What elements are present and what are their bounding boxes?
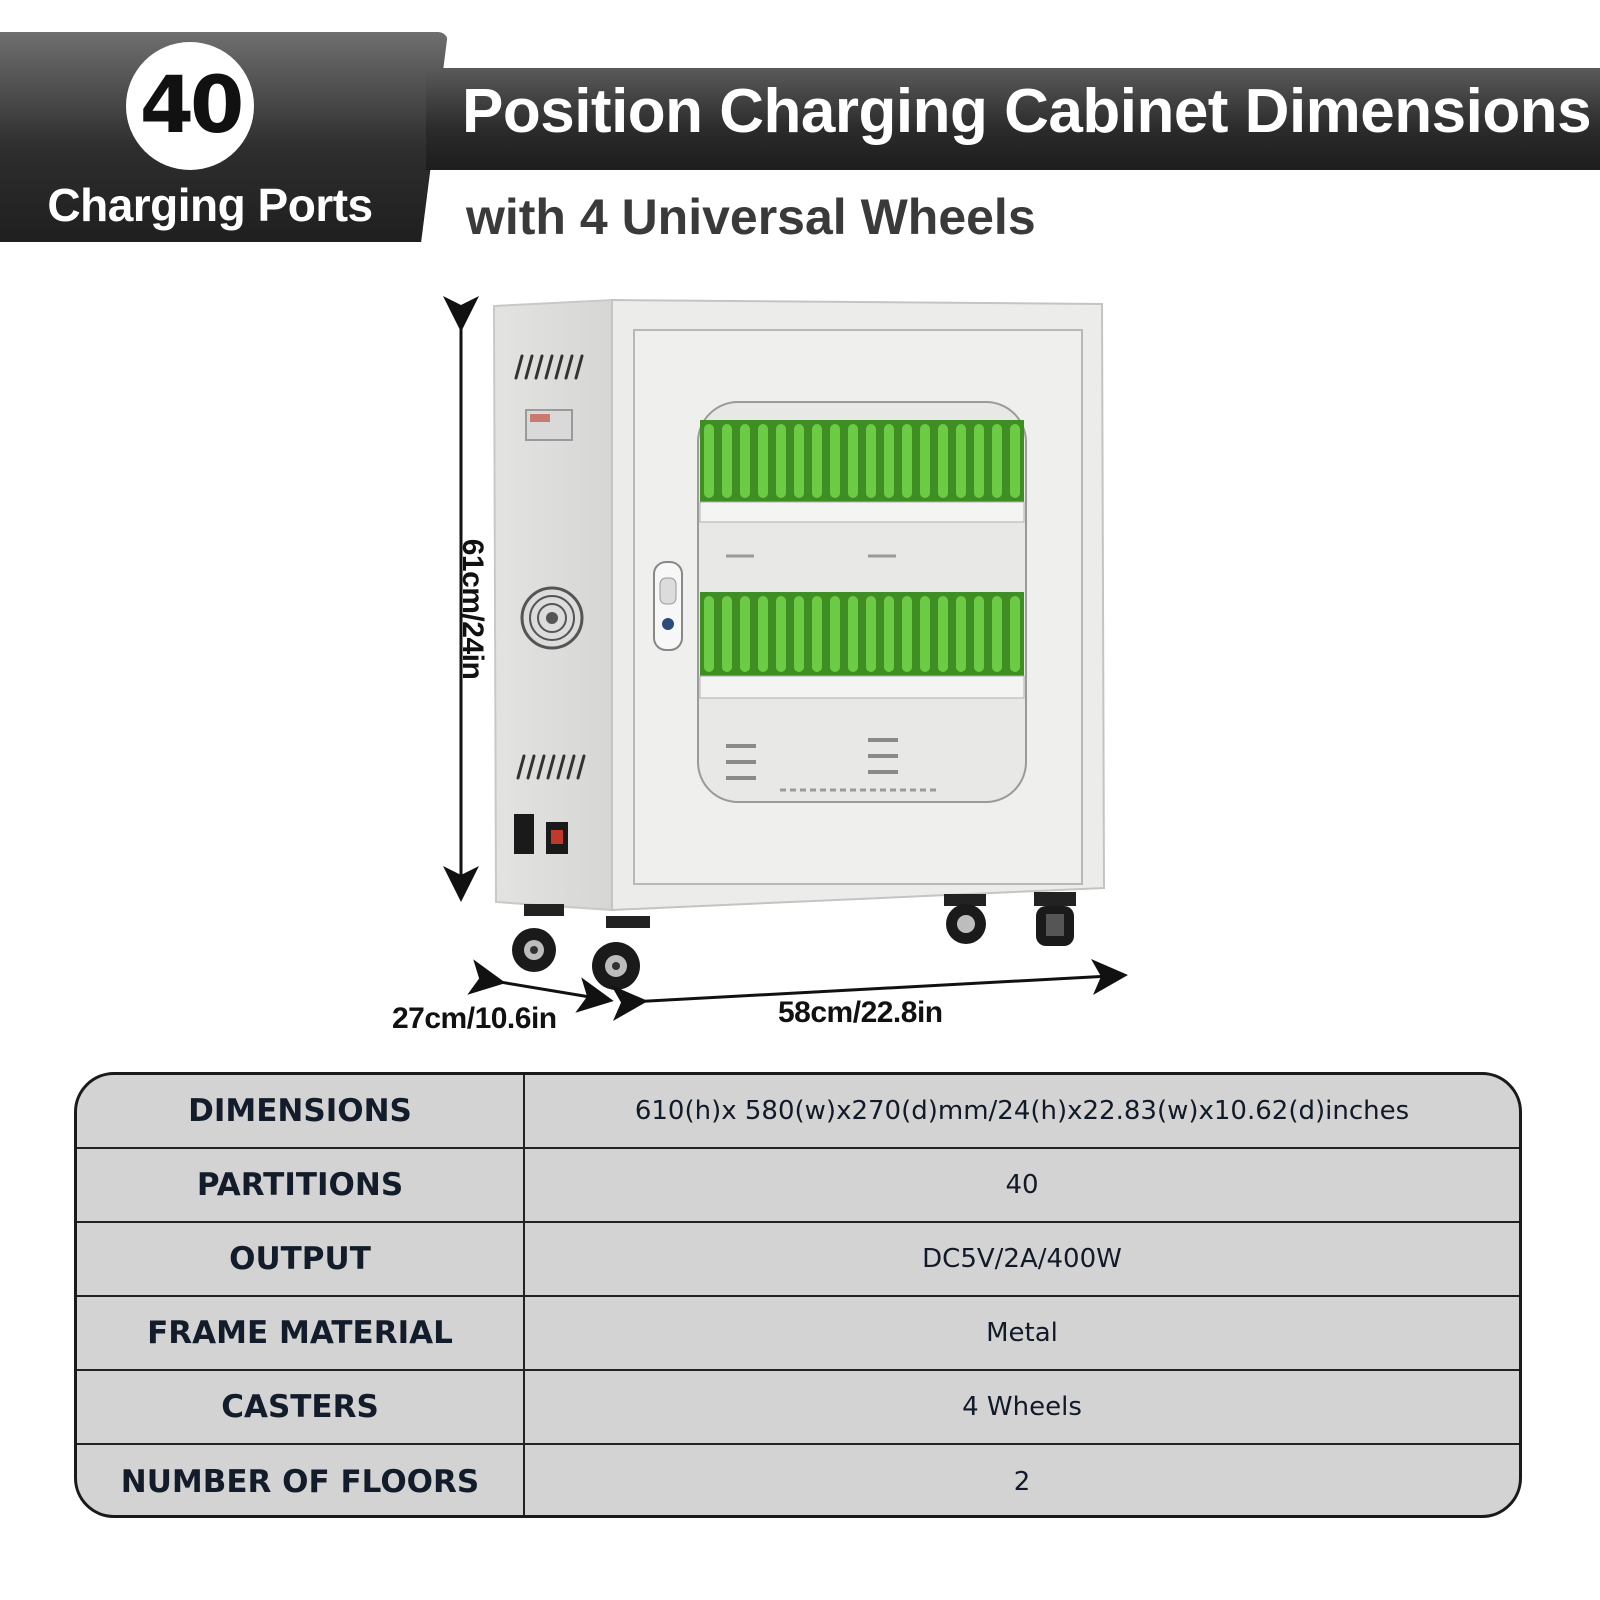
door-lock-icon: [653, 561, 683, 651]
cabinet-front: [611, 298, 1106, 912]
table-row: OUTPUT DC5V/2A/400W: [77, 1223, 1519, 1297]
spec-value: 2: [1013, 1467, 1031, 1497]
side-vent-bottom: [516, 754, 586, 780]
title-banner: [426, 68, 1600, 170]
wheel-front-right: [592, 916, 650, 990]
fan-icon: [520, 586, 584, 650]
wheel-front-left: [512, 904, 564, 972]
spec-key: OUTPUT: [77, 1223, 525, 1295]
width-dimension-label: 58cm/22.8in: [778, 996, 943, 1029]
lower-shelf-slots: [699, 592, 1025, 699]
spec-key: CASTERS: [77, 1371, 525, 1443]
spec-key: DIMENSIONS: [77, 1075, 525, 1147]
side-vent-top: [514, 354, 584, 380]
page-title: Position Charging Cabinet Dimensions: [462, 77, 1592, 146]
spec-value: 4 Wheels: [962, 1392, 1082, 1422]
table-row: FRAME MATERIAL Metal: [77, 1297, 1519, 1371]
upper-shelf-slots: [699, 420, 1025, 523]
spec-value: DC5V/2A/400W: [922, 1244, 1122, 1274]
spec-table: DIMENSIONS 610(h)x 580(w)x270(d)mm/24(h)…: [74, 1072, 1522, 1518]
table-row: PARTITIONS 40: [77, 1149, 1519, 1223]
depth-dimension-label: 27cm/10.6in: [392, 1002, 557, 1035]
power-socket: [514, 814, 534, 854]
wheel-back-left: [944, 894, 986, 944]
spec-value: 610(h)x 580(w)x270(d)mm/24(h)x22.83(w)x1…: [634, 1096, 1410, 1126]
cabinet-side-panel: [492, 298, 613, 912]
port-count-badge: 40: [126, 42, 254, 170]
port-count: 40: [139, 61, 245, 151]
spec-key: NUMBER OF FLOORS: [77, 1445, 525, 1515]
height-dimension-label: 61cm/24in: [456, 538, 489, 680]
spec-key: FRAME MATERIAL: [77, 1297, 525, 1369]
spec-value: 40: [1005, 1170, 1039, 1200]
table-row: CASTERS 4 Wheels: [77, 1371, 1519, 1445]
width-arrow: [611, 958, 1128, 1021]
charging-cabinet-illustration: [443, 296, 1128, 1021]
depth-arrow: [467, 959, 614, 1013]
wheel-back-right: [1034, 892, 1076, 946]
page-subtitle: with 4 Universal Wheels: [466, 189, 1036, 245]
spec-key: PARTITIONS: [77, 1149, 525, 1221]
table-row: NUMBER OF FLOORS 2: [77, 1445, 1519, 1515]
spec-value: Metal: [986, 1318, 1058, 1348]
port-count-caption: Charging Ports: [47, 179, 373, 231]
table-row: DIMENSIONS 610(h)x 580(w)x270(d)mm/24(h)…: [77, 1075, 1519, 1149]
